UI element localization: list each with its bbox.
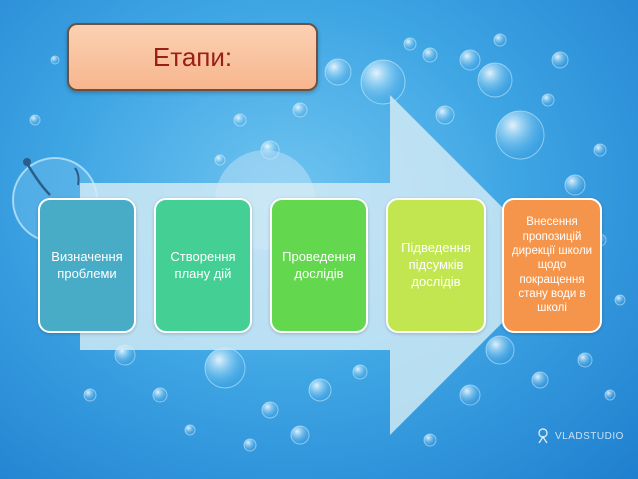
step-5-box: Внесення пропозицій дирекції школи щодо … [502,198,602,333]
step-1-label: Визначення проблеми [51,248,123,281]
step-5-label: Внесення пропозицій дирекції школи щодо … [511,216,593,315]
step-2-label: Створення плану дій [170,248,236,281]
step-3-box: Проведення дослідів [270,198,368,333]
water-drops-decor [29,33,626,452]
vladstudio-logo-icon [538,428,548,444]
watermark: VLADSTUDIO [536,427,630,445]
title-text: Етапи: [152,41,233,72]
step-4-label: Підведення підсумків дослідів [401,240,471,289]
step-3-label: Проведення дослідів [282,248,356,281]
step-4-box: Підведення підсумків дослідів [386,198,486,333]
step-2-box: Створення плану дій [154,198,252,333]
title-box: Етапи: [67,23,318,91]
step-1-box: Визначення проблеми [38,198,136,333]
watermark-text: VLADSTUDIO [555,430,624,442]
